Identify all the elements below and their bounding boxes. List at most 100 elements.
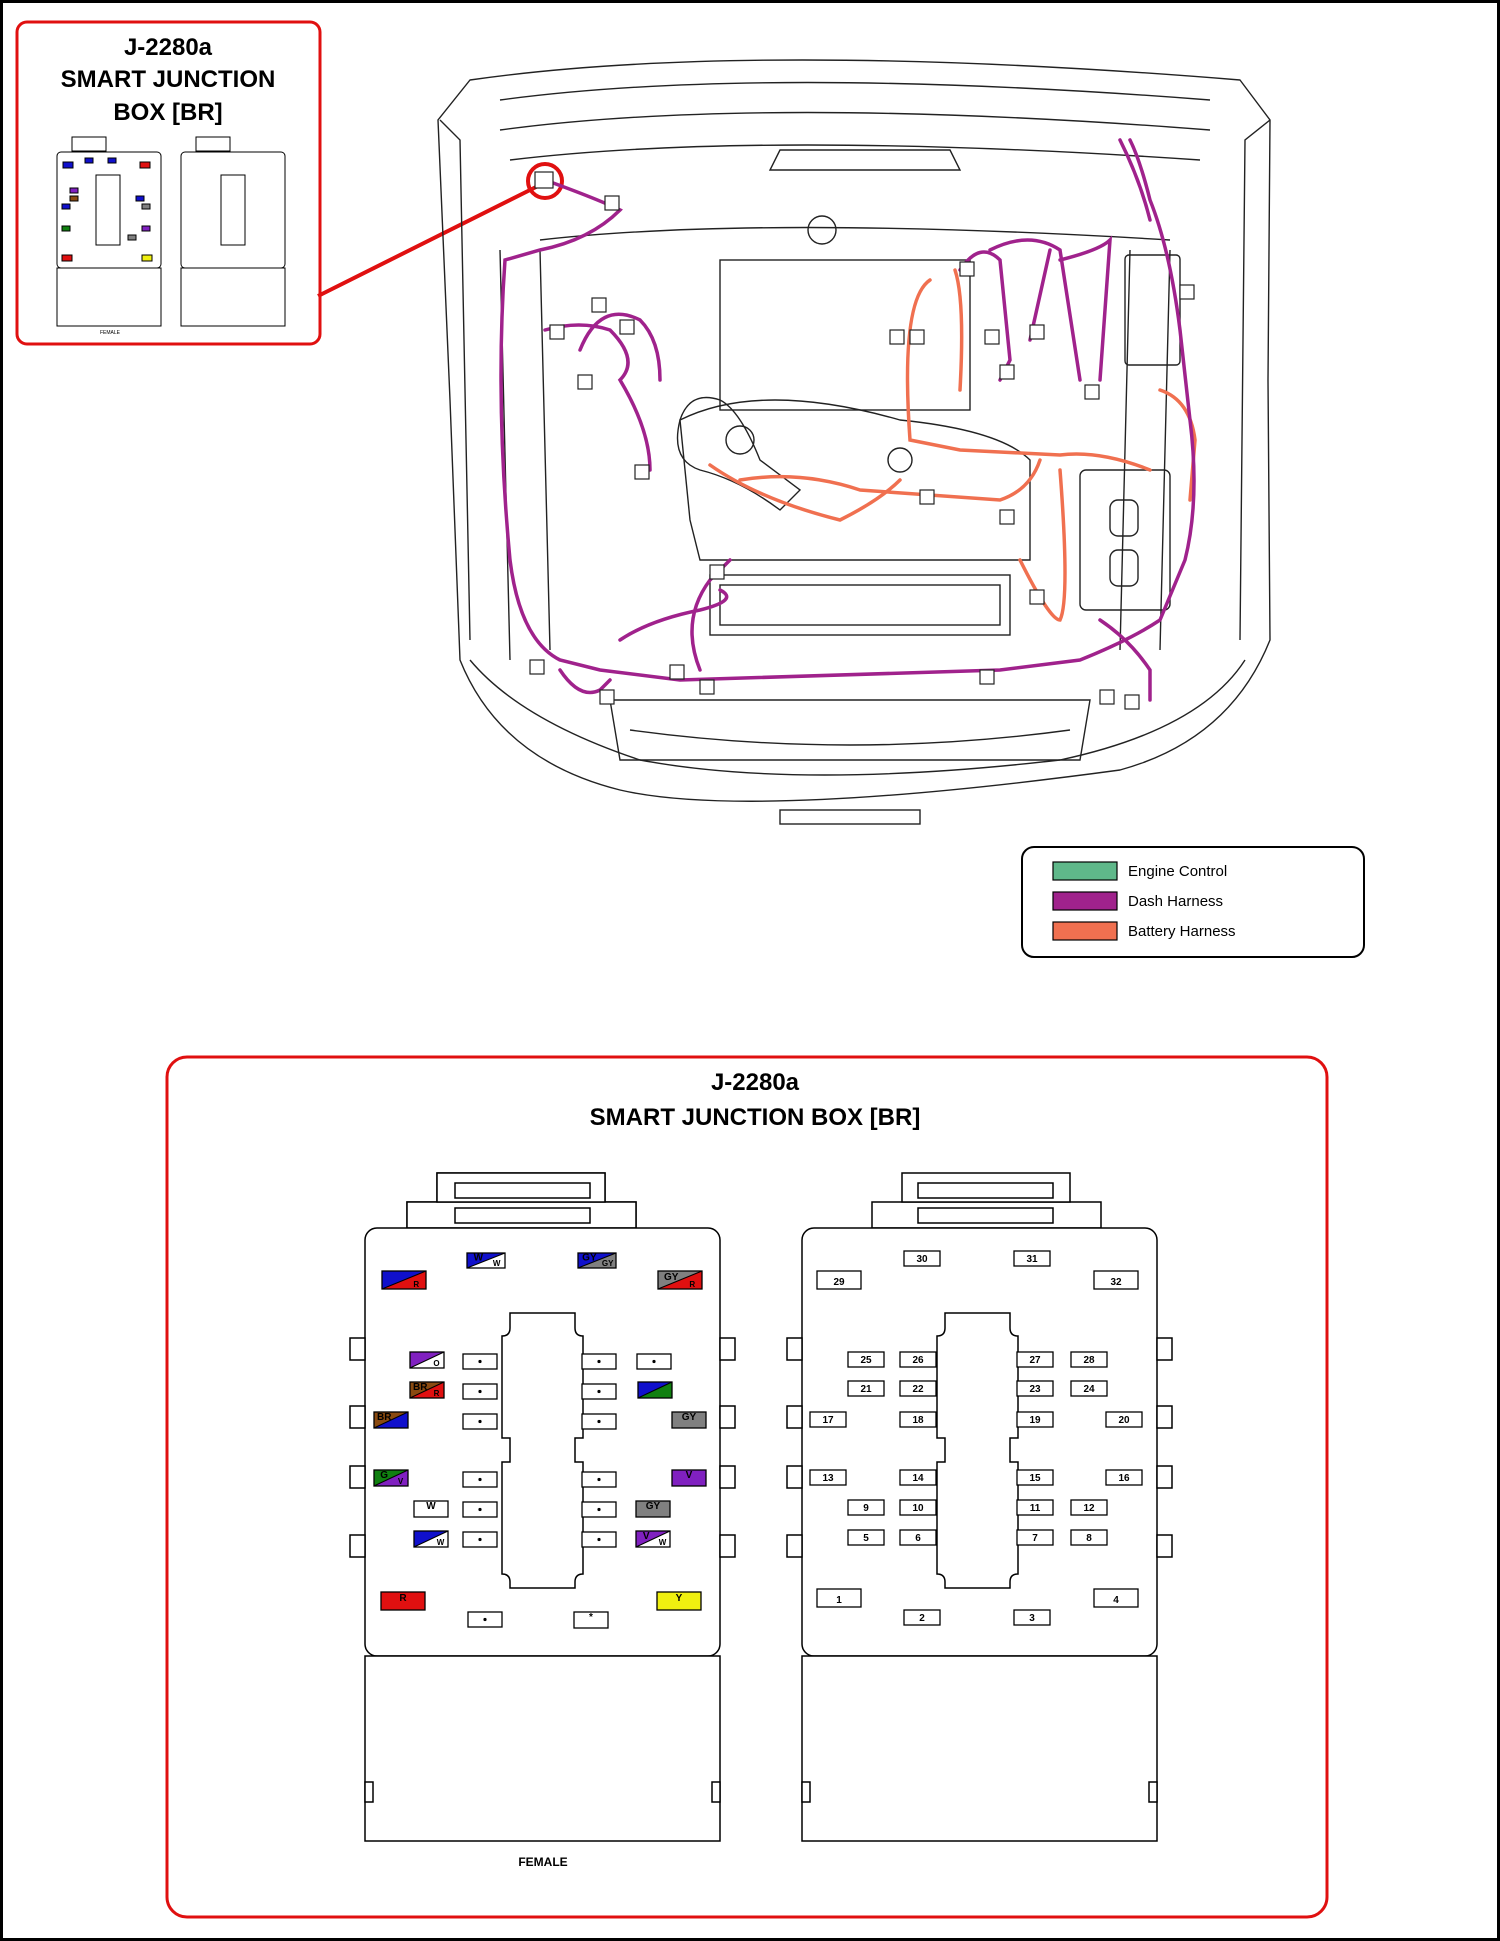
wire-cavity: GY <box>635 1500 671 1518</box>
wire-cavity: Y <box>656 1591 702 1611</box>
cavity-number: 32 <box>1110 1277 1122 1288</box>
cavity-number: 11 <box>1030 1503 1041 1514</box>
wire-stripe-label: GY <box>602 1259 614 1268</box>
cavity-number: 8 <box>1086 1533 1092 1544</box>
wire-cavity: GY <box>671 1411 707 1429</box>
harness-connectors <box>529 171 1195 710</box>
wire-cavity: GY R <box>657 1270 703 1290</box>
numbered-cavity: 8 <box>1070 1529 1108 1546</box>
legend-swatch <box>1052 921 1118 941</box>
cavity-number: 6 <box>915 1533 921 1544</box>
wire-stripe-label: W <box>437 1538 445 1547</box>
wire-cavity: R <box>380 1591 426 1611</box>
numbered-cavity: 3 <box>1013 1609 1051 1626</box>
cavity-number: 22 <box>912 1384 924 1395</box>
empty-cavity <box>581 1531 617 1548</box>
numbered-cavity: 9 <box>847 1499 885 1516</box>
inset-title-line2: SMART JUNCTION <box>61 66 276 93</box>
wire-color-label: GY <box>664 1272 679 1283</box>
wire-color-label: W <box>426 1501 436 1512</box>
cavity-number: 16 <box>1118 1473 1130 1484</box>
legend-label: Engine Control <box>1128 863 1227 880</box>
empty-cavity <box>581 1413 617 1430</box>
numbered-cavity: 22 <box>899 1380 937 1397</box>
numbered-cavity: 4 <box>1093 1588 1139 1608</box>
numbered-cavity: 14 <box>899 1469 937 1486</box>
numbered-cavity: 18 <box>899 1411 937 1428</box>
wire-cavity: BR <box>373 1411 409 1429</box>
cavity-number: 30 <box>916 1254 928 1265</box>
empty-cavity <box>462 1471 498 1488</box>
wire-cavity: W <box>413 1530 449 1548</box>
detail-title-line2: SMART JUNCTION BOX [BR] <box>590 1104 921 1131</box>
legend-label: Battery Harness <box>1128 923 1236 940</box>
wire-color-label: W <box>474 1253 484 1264</box>
numbered-cavity: 12 <box>1070 1499 1108 1516</box>
legend-swatch <box>1052 891 1118 911</box>
wire-color-label: G <box>380 1470 388 1481</box>
wire-cavity: VW <box>635 1530 671 1548</box>
wire-cavity: V <box>671 1469 707 1487</box>
detail-title-line1: J-2280a <box>711 1069 800 1096</box>
numbered-cavity: 6 <box>899 1529 937 1546</box>
cavity-number: 26 <box>912 1355 924 1366</box>
numbered-cavity: 30 <box>903 1250 941 1267</box>
cavity-number: 29 <box>833 1277 845 1288</box>
wire-stripe-label: R <box>434 1389 440 1398</box>
inset-panel: J-2280a SMART JUNCTION BOX [BR] <box>15 20 322 346</box>
cavity-number: 9 <box>863 1503 869 1514</box>
dash-harness-routes <box>499 138 1196 702</box>
empty-cavity <box>462 1413 498 1430</box>
wire-color-label: BR <box>377 1412 392 1423</box>
cavity-number: 5 <box>863 1533 869 1544</box>
inset-connector-right <box>180 136 286 327</box>
cavity-number: 15 <box>1029 1473 1041 1484</box>
wire-stripe-label: W <box>493 1259 501 1268</box>
inset-title-line1: J-2280a <box>124 34 213 61</box>
wire-stripe-label: R <box>689 1280 695 1289</box>
cavity-number: 23 <box>1029 1384 1041 1395</box>
wire-cavity: R <box>381 1270 427 1290</box>
numbered-cavity: 24 <box>1070 1380 1108 1397</box>
inset-connector-left <box>56 136 162 327</box>
wire-color-label: GY <box>582 1253 597 1264</box>
legend-label: Dash Harness <box>1128 893 1223 910</box>
numbered-cavity: 10 <box>899 1499 937 1516</box>
cavity-number: 10 <box>912 1503 924 1514</box>
wire-cavity <box>637 1381 673 1399</box>
wire-color-label: V <box>686 1470 693 1481</box>
numbered-cavity: 19 <box>1016 1411 1054 1428</box>
numbered-cavity: 32 <box>1093 1270 1139 1290</box>
cavity-number: 28 <box>1083 1355 1095 1366</box>
wire-stripe-label: O <box>433 1359 439 1368</box>
inset-title-line3: BOX [BR] <box>113 99 222 126</box>
legend-item: Battery Harness <box>1052 921 1236 941</box>
cavity-number: 7 <box>1032 1533 1038 1544</box>
numbered-cavity: 16 <box>1105 1469 1143 1486</box>
wire-cavity: BR R <box>409 1381 445 1399</box>
inset-female-label: FEMALE <box>100 330 121 336</box>
connector-left-face <box>349 1172 736 1842</box>
numbered-cavity: 28 <box>1070 1351 1108 1368</box>
wire-color-label: R <box>399 1593 407 1604</box>
numbered-cavity: 17 <box>809 1411 847 1428</box>
cavity-number: 17 <box>822 1415 834 1426</box>
empty-cavity <box>462 1353 498 1370</box>
wire-color-label: * <box>589 1612 593 1623</box>
cavity-number: 19 <box>1029 1415 1041 1426</box>
legend-swatch <box>1052 861 1118 881</box>
cavity-number: 4 <box>1113 1595 1119 1606</box>
numbered-cavity: 29 <box>816 1270 862 1290</box>
wire-color-label: GY <box>646 1501 661 1512</box>
cavity-number: 31 <box>1026 1254 1038 1265</box>
empty-cavity <box>581 1383 617 1400</box>
numbered-cavity: 25 <box>847 1351 885 1368</box>
wire-color-label: BR <box>413 1382 428 1393</box>
cavity-number: 20 <box>1118 1415 1130 1426</box>
